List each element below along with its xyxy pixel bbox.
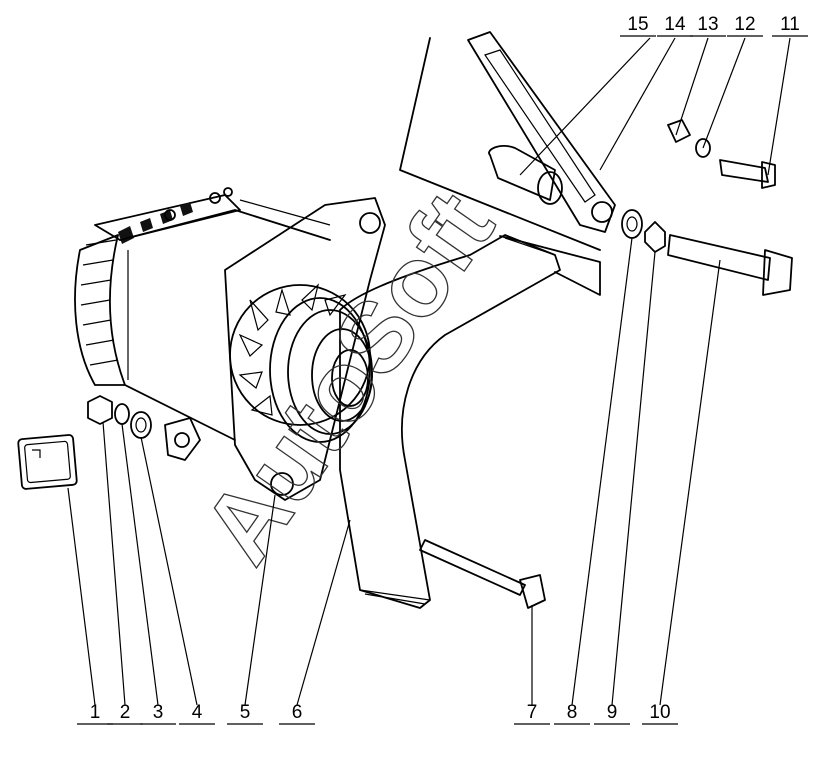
- callout-number: 8: [567, 702, 578, 723]
- callout-number: 12: [734, 14, 755, 35]
- callout-number: 3: [153, 702, 164, 723]
- callout-1: 1: [77, 702, 113, 725]
- callout-5: 5: [227, 702, 263, 725]
- drive-belt: [339, 234, 601, 609]
- callout-14: 14: [657, 14, 693, 37]
- callout-number: 10: [649, 702, 670, 723]
- callout-number: 14: [664, 14, 686, 35]
- nut-washer-set: [87, 395, 152, 439]
- callout-number: 7: [527, 702, 538, 723]
- callout-11: 11: [772, 14, 808, 37]
- bolt-7: [419, 539, 546, 609]
- callout-6: 6: [279, 702, 315, 725]
- callout-number: 1: [90, 702, 101, 723]
- callout-2: 2: [107, 702, 143, 725]
- callout-4: 4: [179, 702, 215, 725]
- callout-number: 6: [292, 702, 303, 723]
- callout-12: 12: [727, 14, 763, 37]
- callout-15: 15: [620, 14, 656, 37]
- callout-number: 2: [120, 702, 131, 723]
- callout-number: 15: [627, 14, 648, 35]
- callout-7: 7: [514, 702, 550, 725]
- callout-number: 11: [780, 14, 800, 35]
- callout-10: 10: [642, 702, 678, 725]
- callout-number: 4: [192, 702, 203, 723]
- cover-plate: [17, 434, 78, 490]
- alternator: [74, 187, 386, 501]
- callout-3: 3: [140, 702, 176, 725]
- callout-number: 5: [240, 702, 251, 723]
- adjusting-bracket-assembly: [399, 31, 793, 296]
- callout-13: 13: [690, 14, 726, 37]
- callout-number: 9: [607, 702, 618, 723]
- callout-8: 8: [554, 702, 590, 725]
- callout-number: 13: [697, 14, 718, 35]
- leader-lines: [67, 37, 791, 706]
- callout-9: 9: [594, 702, 630, 725]
